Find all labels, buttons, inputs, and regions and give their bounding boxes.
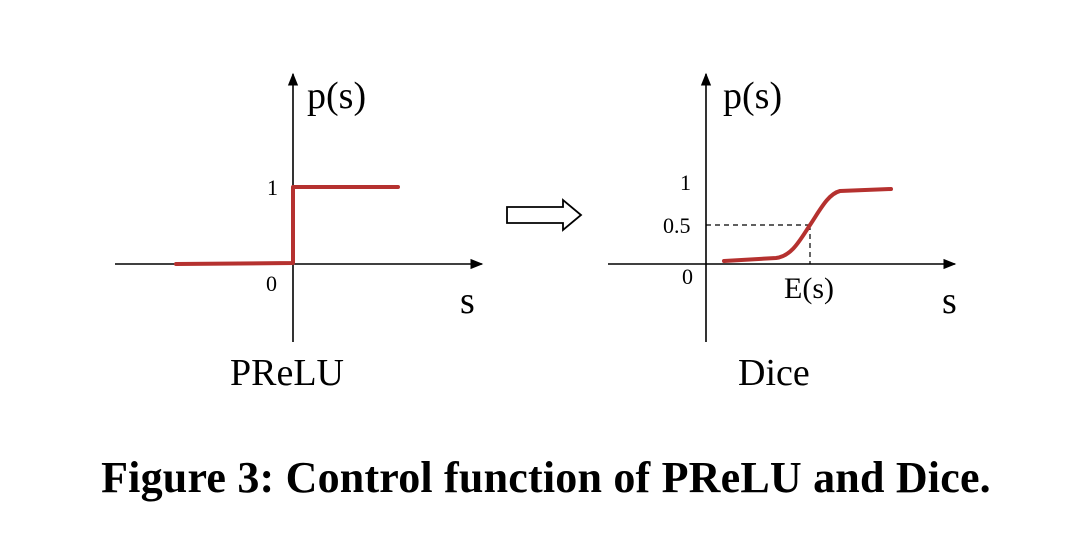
prelu-control-curve: [174, 185, 400, 266]
prelu-title: PReLU: [230, 352, 344, 394]
prelu-y-axis-label: p(s): [307, 75, 366, 117]
dice-tick-zero: 0: [682, 264, 693, 289]
dice-title: Dice: [738, 352, 810, 394]
transition-arrow-icon: [506, 198, 583, 232]
dice-mean-label: E(s): [784, 272, 834, 305]
dice-panel: p(s) 1 0.5 0 E(s) s Dice: [608, 72, 957, 394]
figure-caption: Figure 3: Control function of PReLU and …: [101, 453, 991, 502]
prelu-panel: p(s) 1 0 s PReLU: [115, 72, 484, 394]
dice-x-axis-label: s: [942, 280, 957, 322]
dice-control-curve: [722, 187, 893, 263]
dice-y-axis-label: p(s): [723, 75, 782, 117]
prelu-tick-zero: 0: [266, 271, 277, 296]
prelu-tick-one: 1: [267, 175, 278, 200]
dice-tick-one: 1: [680, 170, 691, 195]
prelu-x-axis-label: s: [460, 280, 475, 322]
dice-tick-half: 0.5: [663, 213, 691, 238]
